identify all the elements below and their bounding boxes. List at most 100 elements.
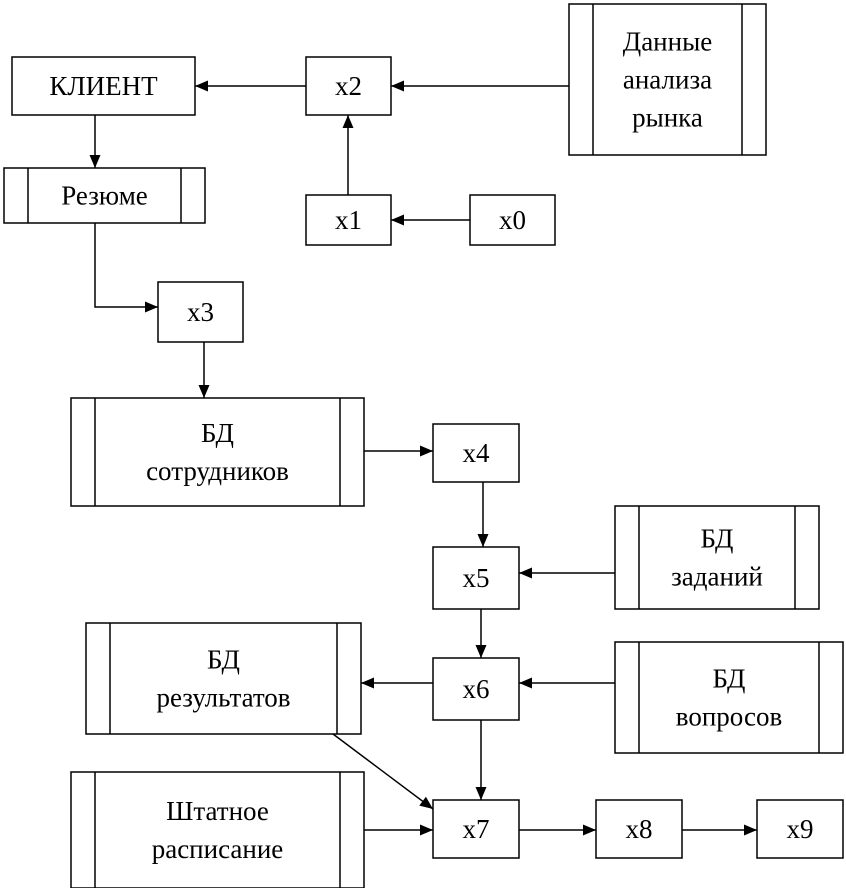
box-frame — [305, 194, 392, 246]
datastore-staffing: Штатное расписание — [70, 771, 365, 888]
arrowhead-icon — [195, 80, 208, 92]
datastore-resume: Резюме — [3, 167, 206, 224]
arrow-db_results-to-x7 — [332, 733, 434, 810]
node-label: анализа — [623, 65, 712, 95]
arrowhead-icon — [475, 645, 487, 658]
datastore-market: Данные анализа рынка — [568, 3, 767, 156]
node-label: вопросов — [676, 702, 782, 732]
arrowhead-icon — [145, 301, 158, 313]
arrow-x4-to-x5 — [477, 482, 489, 547]
datastore-db-questions: БД вопросов — [614, 641, 844, 754]
box-frame — [568, 3, 767, 156]
node-label: БД — [713, 664, 746, 694]
node-label: x6 — [463, 674, 490, 704]
box-frame — [3, 167, 206, 224]
connector-line — [332, 733, 434, 810]
process-x9: x9 — [756, 799, 844, 859]
arrowhead-icon — [519, 567, 532, 579]
node-label: рынка — [632, 103, 703, 133]
box-frame — [614, 505, 820, 610]
node-label: x7 — [463, 814, 490, 844]
arrow-market-to-x2 — [391, 80, 569, 92]
box-frame — [432, 657, 520, 721]
arrow-db_tasks-to-x5 — [519, 567, 615, 579]
datastore-db-tasks: БД заданий — [614, 505, 820, 610]
box-frame — [614, 641, 844, 754]
arrowhead-icon — [342, 115, 354, 128]
box-frame — [157, 281, 244, 343]
arrow-x2-to-client — [195, 80, 306, 92]
node-label: Резюме — [61, 181, 148, 211]
arrow-x0-to-x1 — [391, 214, 470, 226]
node-label: БД — [701, 524, 734, 554]
process-x1: x1 — [305, 194, 392, 246]
node-label: результатов — [156, 683, 290, 713]
process-x4: x4 — [432, 423, 520, 483]
arrowhead-icon — [198, 385, 210, 398]
arrow-resume-to-x3 — [94, 223, 158, 313]
arrow-x7-to-x8 — [519, 824, 596, 836]
arrowhead-icon — [420, 445, 433, 457]
node-label: сотрудников — [146, 456, 289, 486]
arrowhead-icon — [744, 824, 757, 836]
node-label: x8 — [626, 814, 653, 844]
arrowhead-icon — [477, 534, 489, 547]
arrowhead-icon — [89, 155, 101, 168]
arrow-x5-to-x6 — [475, 609, 487, 658]
arrow-db_staff-to-x4 — [364, 445, 433, 457]
process-x0: x0 — [469, 194, 556, 246]
arrow-client-to-resume — [89, 115, 101, 168]
node-label: x4 — [463, 438, 491, 468]
node-label: x1 — [335, 205, 362, 235]
node-label: Штатное — [166, 796, 269, 826]
arrowhead-icon — [519, 677, 532, 689]
arrow-staffing-to-x7 — [364, 824, 433, 836]
box-frame — [469, 194, 556, 246]
node-label: БД — [207, 645, 240, 675]
arrow-x6-to-x7 — [475, 720, 487, 800]
node-label: x0 — [499, 205, 526, 235]
arrowhead-icon — [583, 824, 596, 836]
box-frame — [595, 799, 683, 859]
node-label: x9 — [787, 814, 814, 844]
node-label: x3 — [187, 297, 214, 327]
box-frame — [432, 799, 520, 859]
arrow-x3-to-db_staff — [198, 342, 210, 398]
node-label: x5 — [463, 563, 490, 593]
node-label: заданий — [671, 562, 763, 592]
arrowhead-icon — [391, 80, 404, 92]
connector-line — [94, 223, 158, 308]
process-x5: x5 — [432, 546, 520, 610]
node-label: Данные — [623, 27, 712, 57]
node-label: x2 — [335, 71, 362, 101]
box-frame — [756, 799, 844, 859]
arrowhead-icon — [420, 824, 433, 836]
datastore-db-staff: БД сотрудников — [70, 397, 365, 507]
arrowhead-icon — [475, 787, 487, 800]
arrow-db_questions-to-x6 — [519, 677, 615, 689]
arrowhead-icon — [419, 796, 433, 809]
box-frame — [11, 56, 196, 116]
arrow-x8-to-x9 — [682, 824, 757, 836]
arrowhead-icon — [361, 677, 374, 689]
arrow-x6-to-db_results — [361, 677, 433, 689]
node-label: расписание — [152, 834, 284, 864]
arrow-x1-to-x2 — [342, 115, 354, 195]
datastore-db-results: БД результатов — [85, 622, 362, 735]
box-frame — [432, 546, 520, 610]
node-label: БД — [201, 418, 234, 448]
arrowhead-icon — [391, 214, 404, 226]
process-x7: x7 — [432, 799, 520, 859]
process-x6: x6 — [432, 657, 520, 721]
box-frame — [305, 56, 392, 116]
process-x8: x8 — [595, 799, 683, 859]
process-x3: x3 — [157, 281, 244, 343]
box-frame — [70, 397, 365, 507]
box-frame — [85, 622, 362, 735]
process-client: КЛИЕНТ — [11, 56, 196, 116]
box-frame — [70, 771, 365, 888]
node-label: КЛИЕНТ — [49, 71, 158, 101]
process-x2: x2 — [305, 56, 392, 116]
